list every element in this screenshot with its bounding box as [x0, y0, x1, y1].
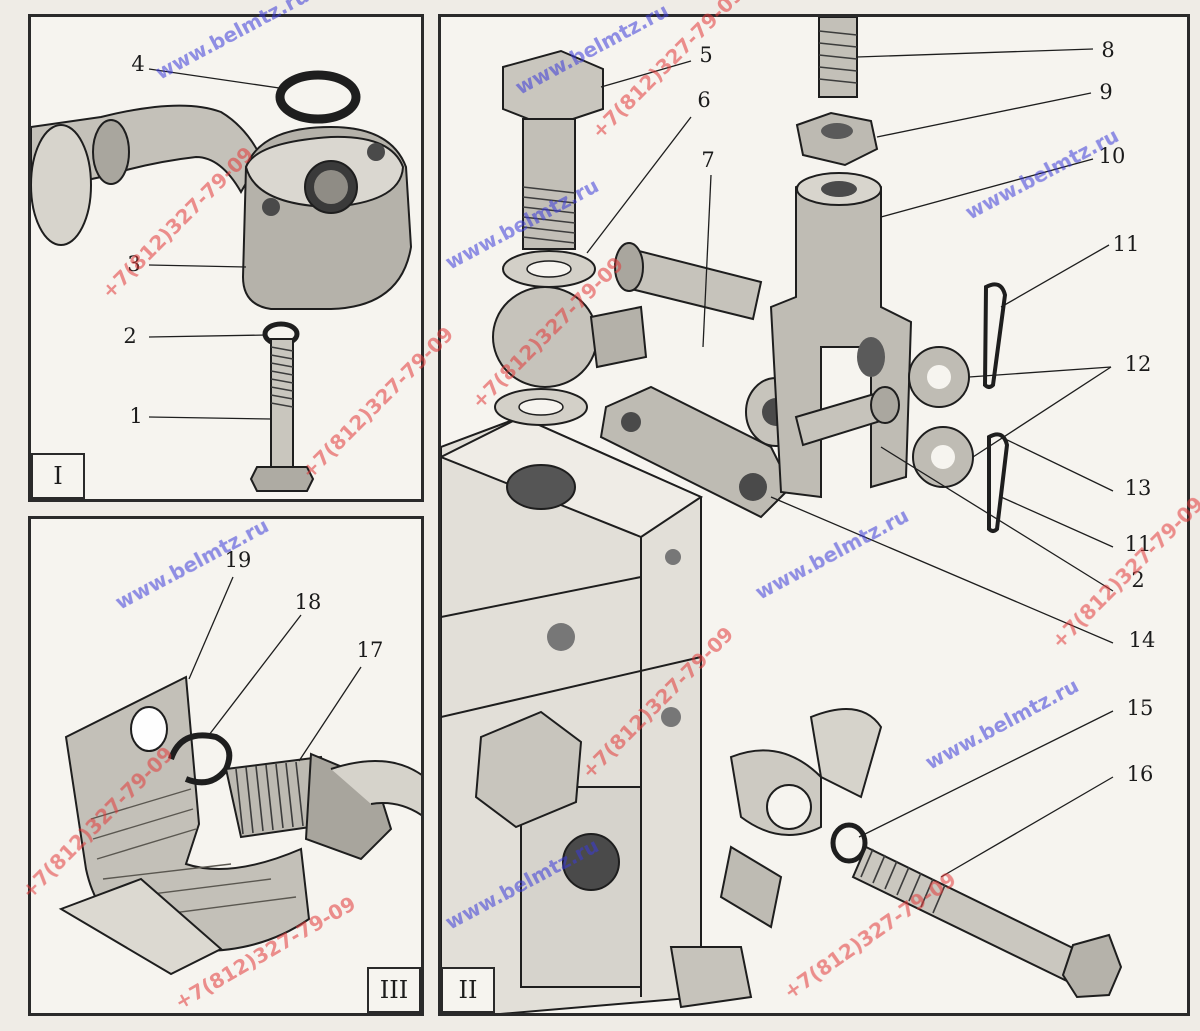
callout-15: 15	[1126, 696, 1154, 720]
o-ring-part-4	[275, 70, 361, 124]
banjo-bolt-part-5	[502, 49, 604, 129]
callout-17: 17	[356, 638, 384, 662]
callout-9: 9	[1099, 80, 1113, 104]
spring-washer-part-18	[168, 732, 233, 786]
callout-8: 8	[1101, 38, 1115, 62]
pipe-end	[31, 124, 92, 246]
callout-10: 10	[1098, 144, 1126, 168]
banjo-fitting	[492, 286, 598, 388]
callout-2-panel-1: 2	[123, 324, 137, 348]
callout-16: 16	[1126, 762, 1154, 786]
callout-18: 18	[294, 590, 322, 614]
panel-1: I	[28, 14, 424, 502]
panel-3-illustration	[58, 576, 421, 976]
spring-washer-part-15	[830, 822, 868, 864]
callout-14: 14	[1128, 628, 1156, 652]
callout-7: 7	[701, 148, 715, 172]
cotter-pin-part-11-bottom	[987, 432, 1010, 533]
callout-4: 4	[131, 52, 145, 76]
callout-19: 19	[224, 548, 252, 572]
panel-2-tag: II	[441, 967, 495, 1013]
callout-1: 1	[129, 404, 143, 428]
panel-2: II	[438, 14, 1190, 1016]
callout-2-panel-2: 2	[1131, 568, 1145, 592]
callout-3: 3	[127, 252, 141, 276]
callout-5: 5	[699, 43, 713, 67]
callout-11-top: 11	[1112, 232, 1140, 256]
panel-3: III	[28, 516, 424, 1016]
bolt-part-16	[851, 845, 1083, 984]
callout-6: 6	[697, 88, 711, 112]
panel-1-tag: I	[31, 453, 85, 499]
pin-part-7	[621, 247, 763, 321]
callout-11-bottom: 11	[1124, 532, 1152, 556]
cotter-pin-part-11-top	[982, 282, 1008, 389]
panel-2-illustration	[441, 17, 1123, 1013]
callout-13: 13	[1124, 476, 1152, 500]
fork-part-10	[769, 176, 913, 499]
callout-12: 12	[1124, 352, 1152, 376]
panel-3-tag: III	[367, 967, 421, 1013]
panel-1-illustration	[31, 68, 413, 492]
